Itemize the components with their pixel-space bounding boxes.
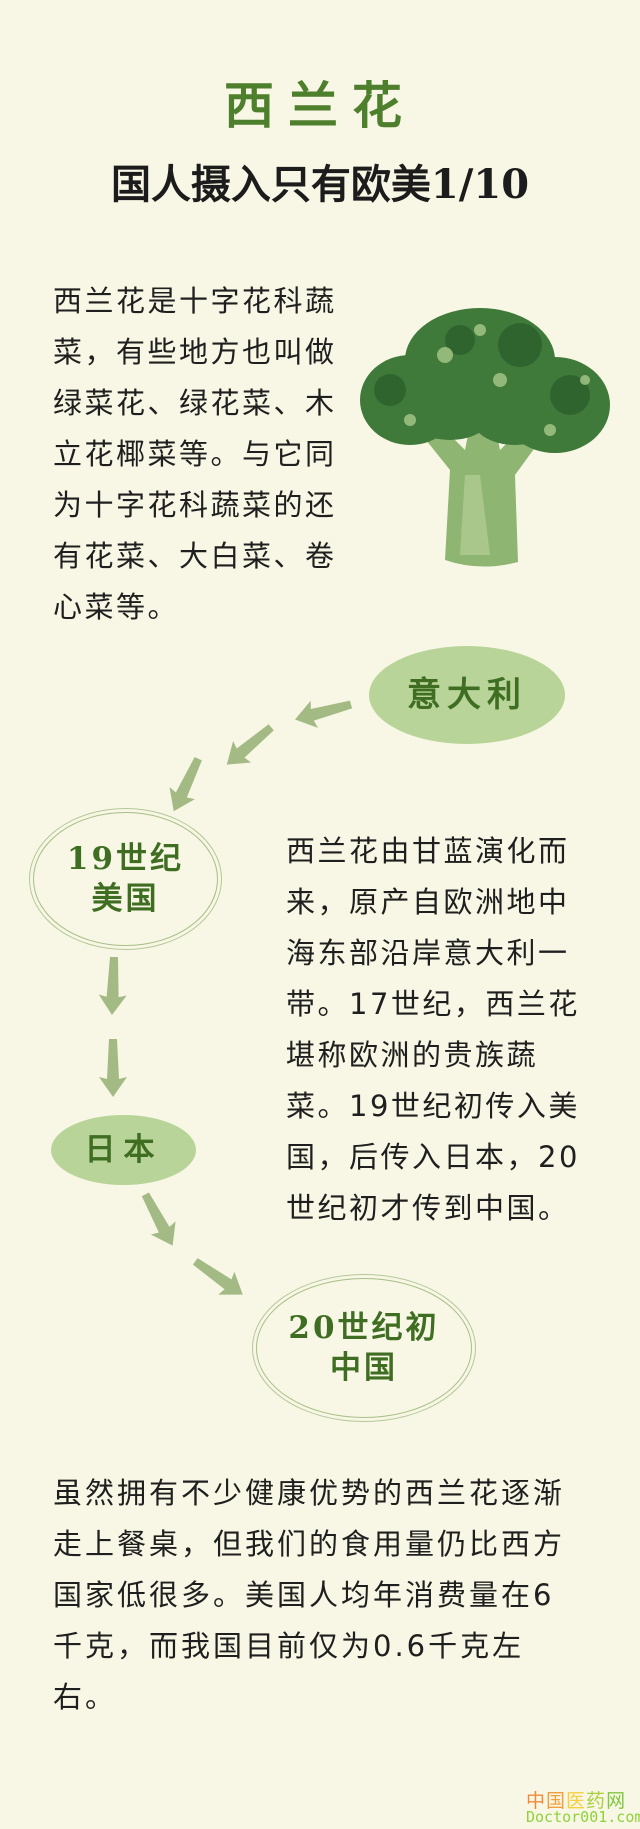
- arrow-icon: [99, 1039, 127, 1097]
- intro-line: 立花椰菜等。与它同: [53, 437, 337, 471]
- history-line: 菜。19世纪初传入美: [286, 1089, 580, 1123]
- watermark-site-name: 中国医药网: [526, 1786, 626, 1813]
- watermark-char: 中: [526, 1790, 547, 1812]
- arrow-icon: [294, 700, 353, 728]
- watermark-url: Doctor001.com: [526, 1808, 640, 1826]
- bubble-china: 20世纪初 中国: [256, 1278, 472, 1418]
- history-line: 带。17世纪，西兰花: [286, 987, 580, 1021]
- bubble-usa-line2: 美国: [91, 881, 160, 917]
- intro-line: 为十字花科蔬菜的还: [53, 488, 337, 522]
- intro-line: 有花菜、大白菜、卷: [53, 539, 337, 573]
- watermark-char: 医: [566, 1790, 587, 1812]
- consumption-line: 国家低很多。美国人均年消费量在6: [53, 1578, 555, 1612]
- consumption-line: 走上餐桌，但我们的食用量仍比西方: [53, 1527, 566, 1561]
- broccoli-illustration: [360, 308, 610, 567]
- intro-line: 菜，有些地方也叫做: [53, 335, 337, 369]
- watermark-char: 药: [586, 1790, 607, 1812]
- page-title: 西兰花: [224, 76, 416, 135]
- bubble-italy-label: 意大利: [407, 674, 527, 715]
- intro-line: 绿菜花、绿花菜、木: [53, 386, 337, 420]
- arrow-icon: [141, 1192, 176, 1246]
- history-line: 来，原产自欧洲地中: [286, 885, 570, 919]
- watermark-char: 国: [546, 1790, 567, 1812]
- bubble-usa: 19世纪 美国: [33, 812, 218, 946]
- history-line: 世纪初才传到中国。: [286, 1191, 570, 1225]
- bubble-china-line2: 中国: [330, 1350, 398, 1386]
- consumption-line: 虽然拥有不少健康优势的西兰花逐渐: [53, 1476, 566, 1510]
- consumption-line: 千克，而我国目前仅为0.6千克左: [53, 1629, 525, 1663]
- history-line: 海东部沿岸意大利一: [286, 936, 570, 970]
- watermark-char: 网: [606, 1790, 627, 1812]
- page-subtitle: 国人摄入只有欧美1/10: [110, 161, 530, 208]
- history-line: 堪称欧洲的贵族蔬: [286, 1038, 539, 1072]
- history-line: 西兰花由甘蓝演化而: [286, 834, 570, 868]
- consumption-line: 右。: [53, 1680, 118, 1714]
- bubble-italy: 意大利: [369, 646, 565, 744]
- history-line: 国，后传入日本，20: [286, 1140, 580, 1174]
- intro-paragraph: 西兰花是十字花科蔬 菜，有些地方也叫做 绿菜花、绿花菜、木 立花椰菜等。与它同 …: [53, 276, 353, 633]
- arrow-icon: [169, 757, 202, 812]
- arrow-icon: [192, 1258, 243, 1295]
- bubble-japan: 日本: [51, 1115, 196, 1185]
- intro-line: 西兰花是十字花科蔬: [53, 284, 337, 318]
- consumption-paragraph: 虽然拥有不少健康优势的西兰花逐渐 走上餐桌，但我们的食用量仍比西方 国家低很多。…: [53, 1468, 593, 1723]
- bubble-japan-label: 日本: [84, 1131, 163, 1168]
- bubble-usa-line1: 19世纪: [66, 840, 185, 877]
- arrow-icon: [226, 724, 274, 765]
- history-paragraph: 西兰花由甘蓝演化而 来，原产自欧洲地中 海东部沿岸意大利一 带。17世纪，西兰花…: [286, 826, 586, 1234]
- intro-line: 心菜等。: [53, 590, 180, 624]
- bubble-china-line1: 20世纪初: [288, 1309, 440, 1346]
- arrow-icon: [98, 956, 127, 1015]
